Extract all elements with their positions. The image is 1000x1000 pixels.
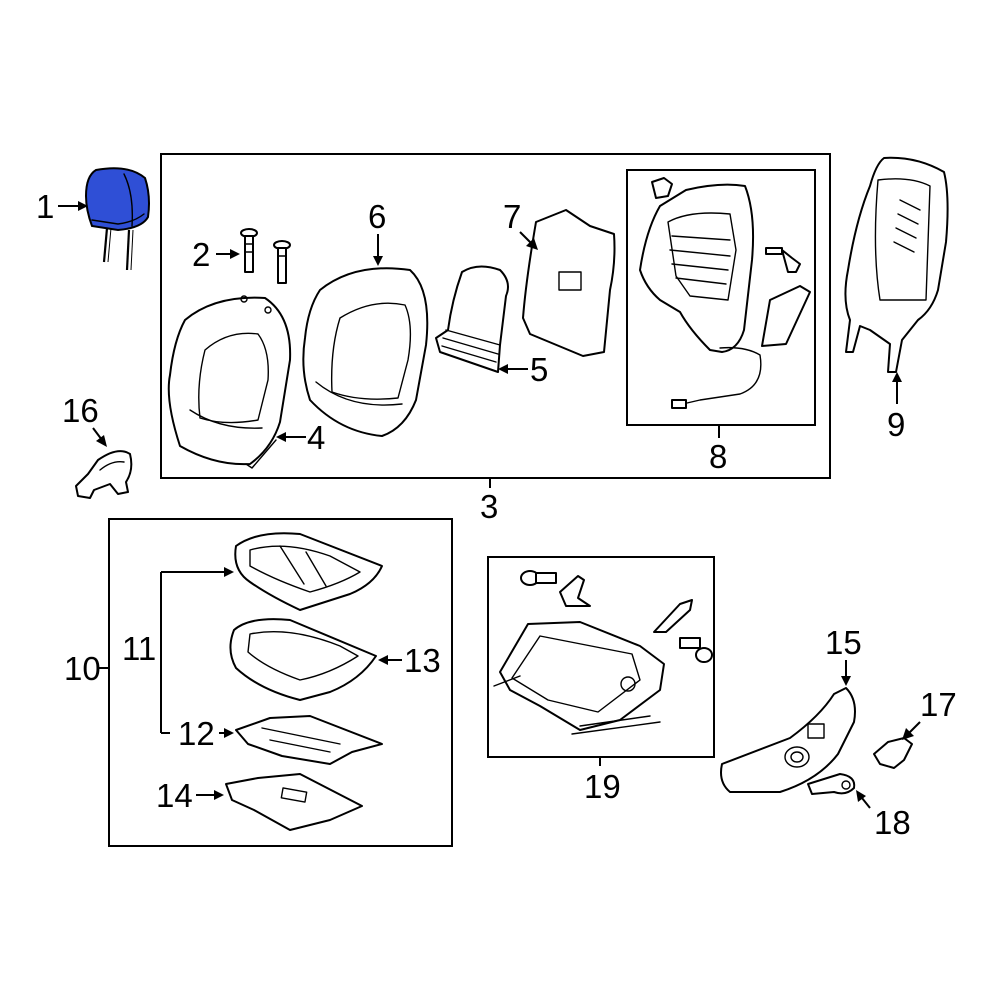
callout-6: 6 — [368, 198, 386, 235]
group-box-10 — [108, 518, 453, 847]
callout-15: 15 — [825, 624, 862, 661]
support-panel-part[interactable] — [435, 265, 509, 373]
cushion-pad-part[interactable] — [229, 618, 377, 701]
group-box-3 — [160, 153, 831, 479]
callout-14: 14 — [156, 777, 193, 814]
callout-17: 17 — [920, 686, 957, 723]
seatback-frame-part[interactable] — [639, 177, 811, 409]
headrest-part[interactable] — [84, 167, 150, 271]
callout-18: 18 — [874, 804, 911, 841]
callout-1: 1 — [36, 188, 54, 225]
callout-12: 12 — [178, 715, 215, 752]
callout-13: 13 — [404, 642, 441, 679]
screw-pair-part[interactable] — [240, 228, 291, 284]
cushion-panel-part[interactable] — [235, 715, 383, 765]
callout-4: 4 — [307, 419, 325, 456]
callout-2: 2 — [192, 236, 210, 273]
callout-10: 10 — [64, 650, 101, 687]
callout-9: 9 — [887, 406, 905, 443]
seat-track-part[interactable] — [493, 570, 713, 735]
back-board-part[interactable] — [522, 209, 616, 357]
callout-labels: 1 2 3 4 5 6 7 8 9 10 11 12 13 14 15 16 1… — [36, 188, 957, 841]
seatback-shell-part[interactable] — [844, 156, 949, 373]
callout-7: 7 — [503, 198, 521, 235]
lever-part[interactable] — [807, 773, 856, 795]
side-bracket-part[interactable] — [75, 450, 133, 499]
leader-lines — [58, 201, 921, 809]
underpad-part[interactable] — [225, 773, 363, 831]
clip-part[interactable] — [873, 737, 913, 769]
group-box-8 — [626, 169, 816, 426]
callout-11: 11 — [122, 630, 156, 667]
callout-8: 8 — [709, 438, 727, 475]
callout-5: 5 — [530, 351, 548, 388]
seatback-cover-part[interactable] — [167, 295, 292, 469]
callout-19: 19 — [584, 768, 621, 805]
callout-16: 16 — [62, 392, 99, 429]
callout-3: 3 — [480, 488, 498, 525]
cushion-cover-part[interactable] — [234, 532, 383, 611]
side-shield-part[interactable] — [720, 687, 856, 793]
seatback-pad-part[interactable] — [302, 267, 429, 437]
